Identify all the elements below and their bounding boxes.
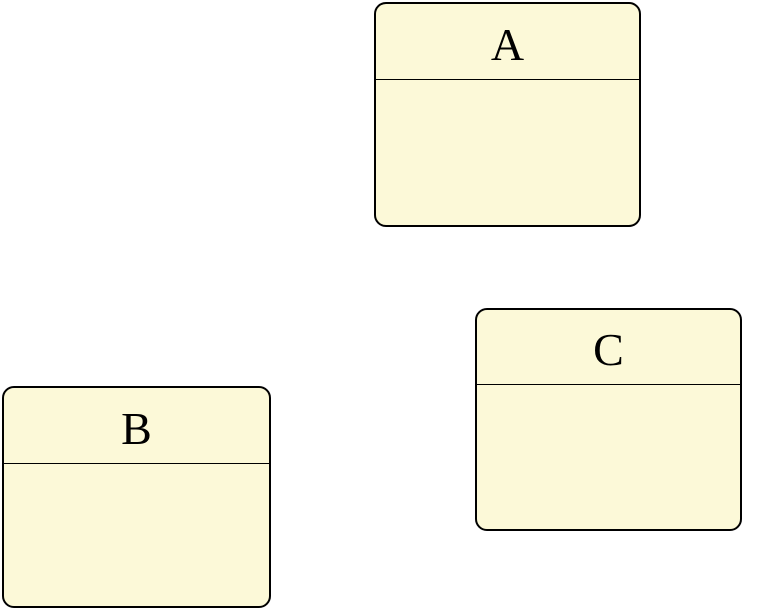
class-node-a-label: A xyxy=(490,18,525,70)
class-node-a-header: A xyxy=(376,4,639,80)
class-node-a: A xyxy=(374,2,641,227)
class-node-b-header: B xyxy=(4,388,269,464)
class-node-c: C xyxy=(475,308,742,531)
class-node-c-body xyxy=(477,385,740,529)
class-node-c-header: C xyxy=(477,310,740,385)
class-node-c-label: C xyxy=(593,324,624,375)
class-node-b-body xyxy=(4,464,269,606)
class-node-b: B xyxy=(2,386,271,608)
class-node-b-label: B xyxy=(121,402,152,454)
class-node-a-body xyxy=(376,80,639,225)
